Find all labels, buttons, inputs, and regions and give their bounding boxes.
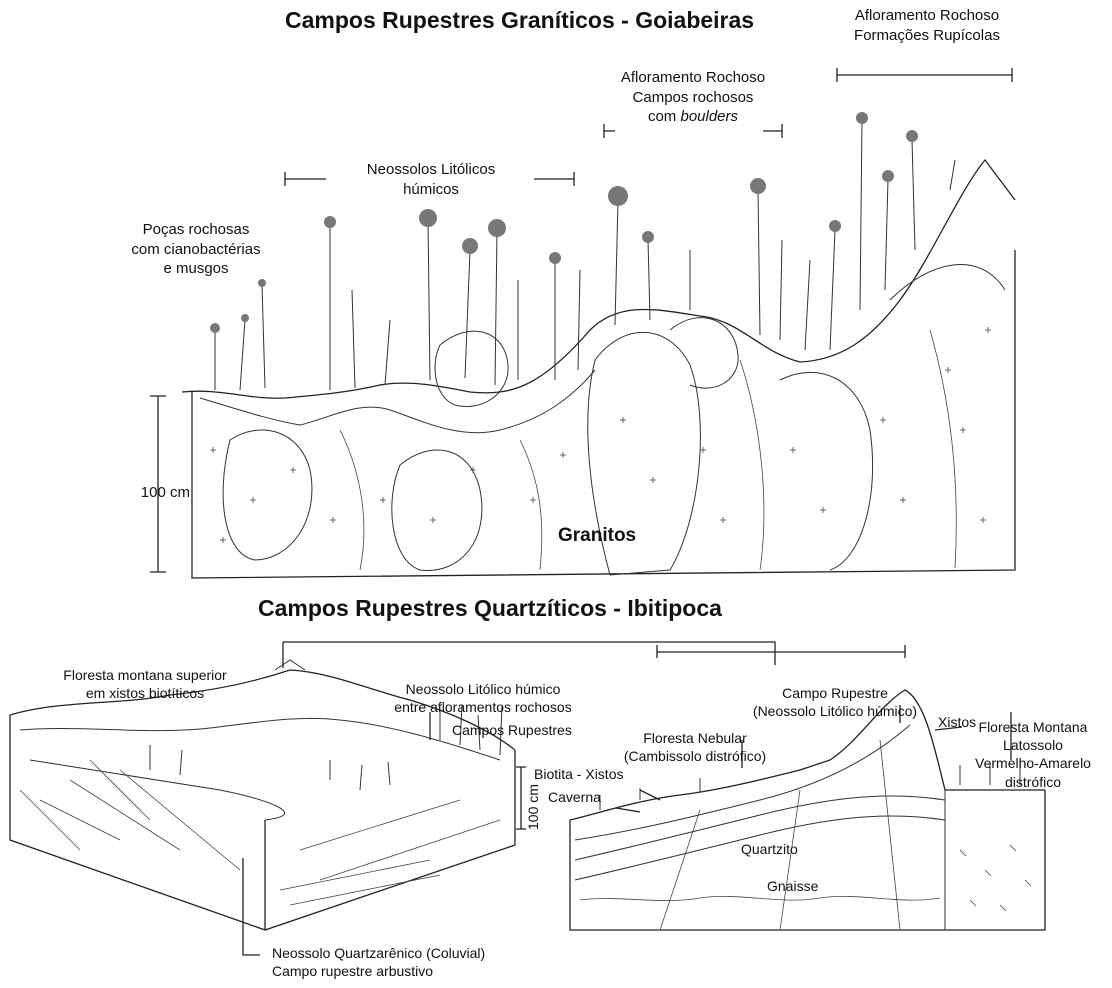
pocas-line2: com cianobactérias bbox=[108, 240, 284, 260]
afloramento-formacoes-line1: Afloramento Rochoso bbox=[842, 6, 1012, 26]
label-quartzito: Quartzito bbox=[741, 840, 798, 858]
granite-profile-block bbox=[150, 112, 1015, 578]
top-scale-label: 100 cm bbox=[100, 483, 190, 503]
pocas-line3: e musgos bbox=[108, 259, 284, 279]
floresta-montana-line4: distrófico bbox=[958, 773, 1108, 791]
floresta-montana-line2: Latossolo bbox=[958, 736, 1108, 754]
label-afloramento-campos: Afloramento Rochoso Campos rochosos com … bbox=[596, 68, 790, 127]
label-campos-rupestres: Campos Rupestres bbox=[452, 721, 572, 739]
label-granitos: Granitos bbox=[558, 524, 636, 549]
campo-rupestre-line1: Campo Rupestre bbox=[735, 684, 935, 702]
floresta-nebular-line1: Floresta Nebular bbox=[613, 729, 777, 747]
afloramento-campos-line3-prefix: com bbox=[648, 108, 681, 125]
afloramento-campos-line3-italic: boulders bbox=[680, 108, 738, 125]
label-afloramento-formacoes: Afloramento Rochoso Formações Rupícolas bbox=[842, 6, 1012, 45]
label-gnaisse: Gnaisse bbox=[767, 877, 818, 895]
neossolos-line1: Neossolos Litólicos bbox=[338, 160, 524, 180]
floresta-montana-line1: Floresta Montana bbox=[958, 718, 1108, 736]
neossolo-litolico-entre-line2: entre afloramentos rochosos bbox=[368, 698, 598, 716]
afloramento-campos-line1: Afloramento Rochoso bbox=[596, 68, 790, 88]
floresta-nebular-line2: (Cambissolo distrófico) bbox=[613, 747, 777, 765]
bottom-title: Campos Rupestres Quartzíticos - Ibitipoc… bbox=[258, 594, 722, 624]
floresta-montana-superior-line2: em xistos biotíticos bbox=[20, 684, 270, 702]
label-pocas: Poças rochosas com cianobactérias e musg… bbox=[108, 220, 284, 279]
pocas-line1: Poças rochosas bbox=[108, 220, 284, 240]
neossolo-quartzarenico-line1: Neossolo Quartzarênico (Coluvial) bbox=[272, 944, 485, 962]
neossolo-litolico-entre-line1: Neossolo Litólico húmico bbox=[368, 680, 598, 698]
floresta-montana-superior-line1: Floresta montana superior bbox=[20, 666, 270, 684]
label-neossolo-quartzarenico: Neossolo Quartzarênico (Coluvial) Campo … bbox=[272, 944, 485, 980]
campo-rupestre-line2: (Neossolo Litólico húmico) bbox=[735, 702, 935, 720]
label-campo-rupestre: Campo Rupestre (Neossolo Litólico húmico… bbox=[735, 684, 935, 720]
top-title: Campos Rupestres Graníticos - Goiabeiras bbox=[285, 6, 754, 36]
afloramento-campos-line3: com boulders bbox=[596, 107, 790, 127]
label-biotita-xistos: Biotita - Xistos bbox=[534, 765, 623, 783]
label-floresta-montana: Floresta Montana Latossolo Vermelho-Amar… bbox=[958, 718, 1108, 791]
bottom-scale-label: 100 cm bbox=[524, 784, 542, 830]
neossolos-line2: húmicos bbox=[338, 180, 524, 200]
label-floresta-montana-superior: Floresta montana superior em xistos biot… bbox=[20, 666, 270, 702]
label-caverna: Caverna bbox=[548, 788, 601, 806]
afloramento-formacoes-line2: Formações Rupícolas bbox=[842, 26, 1012, 46]
label-neossolos: Neossolos Litólicos húmicos bbox=[338, 160, 524, 199]
label-floresta-nebular: Floresta Nebular (Cambissolo distrófico) bbox=[613, 729, 777, 765]
afloramento-campos-line2: Campos rochosos bbox=[596, 88, 790, 108]
floresta-montana-line3: Vermelho-Amarelo bbox=[958, 754, 1108, 772]
neossolo-quartzarenico-line2: Campo rupestre arbustivo bbox=[272, 962, 485, 980]
label-neossolo-litolico-entre: Neossolo Litólico húmico entre afloramen… bbox=[368, 680, 598, 716]
